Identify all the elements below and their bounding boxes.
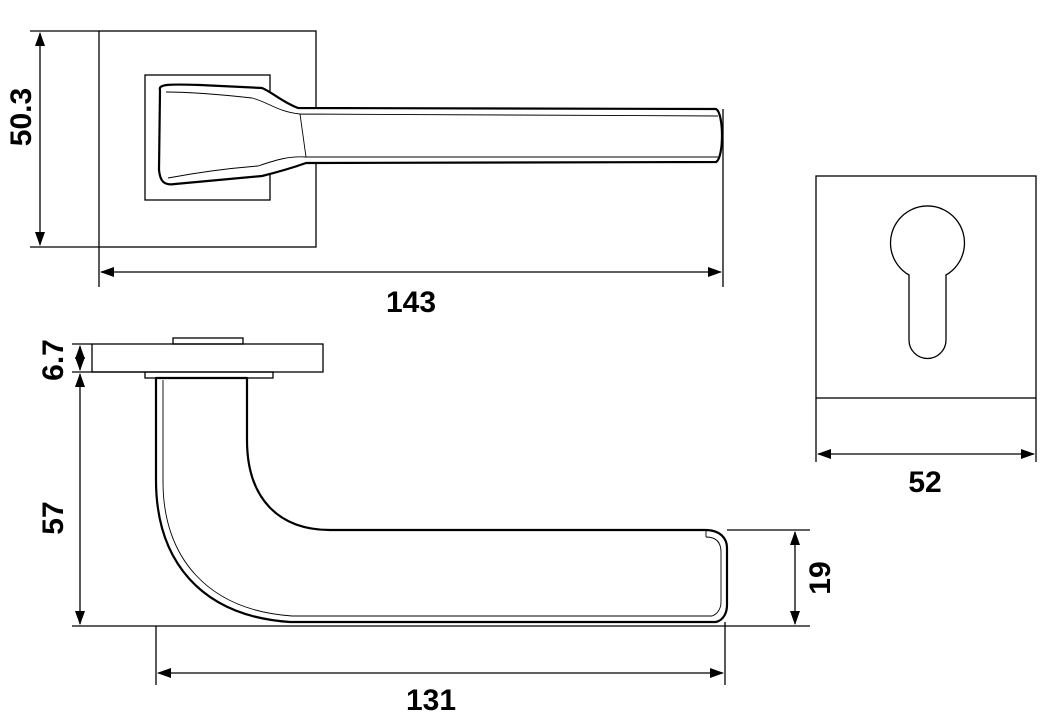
- escutcheon-width-label: 52: [908, 466, 941, 499]
- lever-top-detail: [165, 91, 719, 179]
- handle-projection-label: 131: [406, 684, 456, 717]
- side-view: 6.7 57 19 131: [37, 337, 837, 717]
- lever-side-outline: [154, 376, 729, 624]
- rose-thickness-label: 6.7: [37, 339, 70, 381]
- handle-drop-label: 57: [37, 501, 70, 534]
- lever-side-end-detail: [690, 529, 707, 537]
- lever-top-outline: [157, 83, 724, 186]
- handle-length-label: 143: [386, 286, 436, 319]
- rose-height-label: 50.3: [5, 88, 38, 146]
- top-view: 50.3 143: [5, 30, 724, 319]
- escutcheon-plate: [815, 175, 1037, 399]
- lever-side-inner-line: [162, 380, 722, 617]
- handle-depth-label: 19: [804, 561, 837, 594]
- rose-side-plate: [91, 343, 324, 373]
- escutcheon-view: 52: [815, 175, 1037, 499]
- rose-top-boss: [172, 337, 244, 345]
- keyhole-cutout: [889, 205, 966, 360]
